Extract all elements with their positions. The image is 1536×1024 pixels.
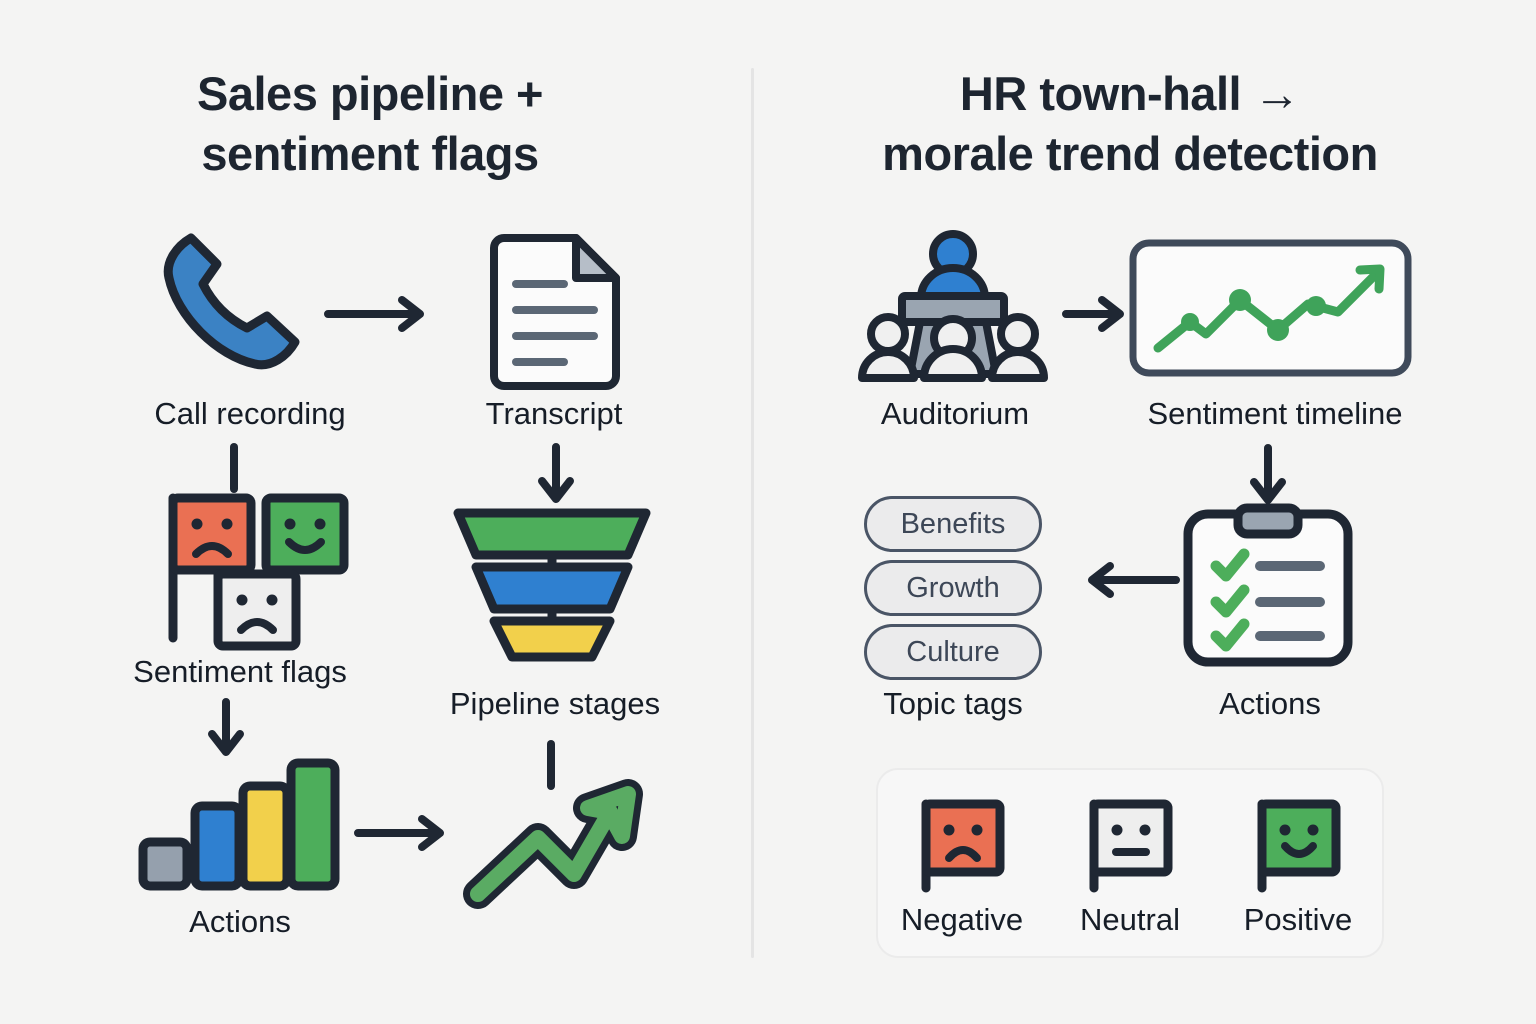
- auditorium-icon: [858, 228, 1048, 382]
- label-sentiment-timeline: Sentiment timeline: [1147, 396, 1403, 431]
- arrow-call-to-transcript: [324, 296, 436, 332]
- funnel-icon: [452, 505, 652, 662]
- topic-tag-culture[interactable]: Culture: [864, 624, 1042, 680]
- clipboard-checklist-icon: [1182, 503, 1354, 668]
- label-actions-right: Actions: [1219, 686, 1321, 721]
- legend-label-positive: Positive: [1243, 902, 1353, 937]
- bar-chart-icon: [138, 758, 340, 891]
- label-auditorium: Auditorium: [880, 396, 1030, 431]
- legend-item-negative: Negative: [892, 794, 1032, 938]
- label-transcript: Transcript: [485, 396, 623, 431]
- panel-divider: [751, 68, 754, 958]
- label-pipeline-stages: Pipeline stages: [449, 686, 661, 721]
- arrow-auditorium-to-timeline: [1062, 296, 1134, 332]
- sentiment-flags-icon: [160, 490, 380, 651]
- flag-neutral-icon: [1084, 794, 1176, 894]
- document-icon: [484, 234, 624, 390]
- connector-pipeline-to-trend: [545, 740, 557, 790]
- label-call-recording: Call recording: [154, 396, 346, 431]
- topic-tag-benefits[interactable]: Benefits: [864, 496, 1042, 552]
- phone-handset-icon: [155, 230, 305, 375]
- arrow-transcript-to-funnel: [536, 443, 576, 511]
- right-panel-title: HR town-hall → morale trend detection: [882, 67, 1378, 181]
- line-chart-icon: [1128, 238, 1413, 378]
- connector-call-to-flags: [228, 443, 240, 493]
- arrow-actions-to-trend: [354, 815, 456, 851]
- label-actions-left: Actions: [189, 904, 291, 939]
- topic-tag-growth[interactable]: Growth: [864, 560, 1042, 616]
- legend-label-neutral: Neutral: [1080, 902, 1180, 937]
- trend-arrow-icon: [463, 779, 643, 909]
- left-panel-title: Sales pipeline + sentiment flags: [197, 67, 543, 181]
- legend-item-positive: Positive: [1228, 794, 1368, 938]
- arrow-actions-to-tags: [1078, 562, 1180, 598]
- flag-negative-icon: [916, 794, 1008, 894]
- legend-item-neutral: Neutral: [1060, 794, 1200, 938]
- label-topic-tags: Topic tags: [883, 686, 1023, 721]
- arrow-timeline-to-actions: [1248, 444, 1288, 512]
- flag-positive-icon: [1252, 794, 1344, 894]
- label-sentiment-flags: Sentiment flags: [133, 654, 347, 689]
- arrow-flags-to-actions: [206, 698, 246, 764]
- sentiment-legend: Negative Neutral: [876, 768, 1384, 958]
- legend-label-negative: Negative: [900, 902, 1024, 937]
